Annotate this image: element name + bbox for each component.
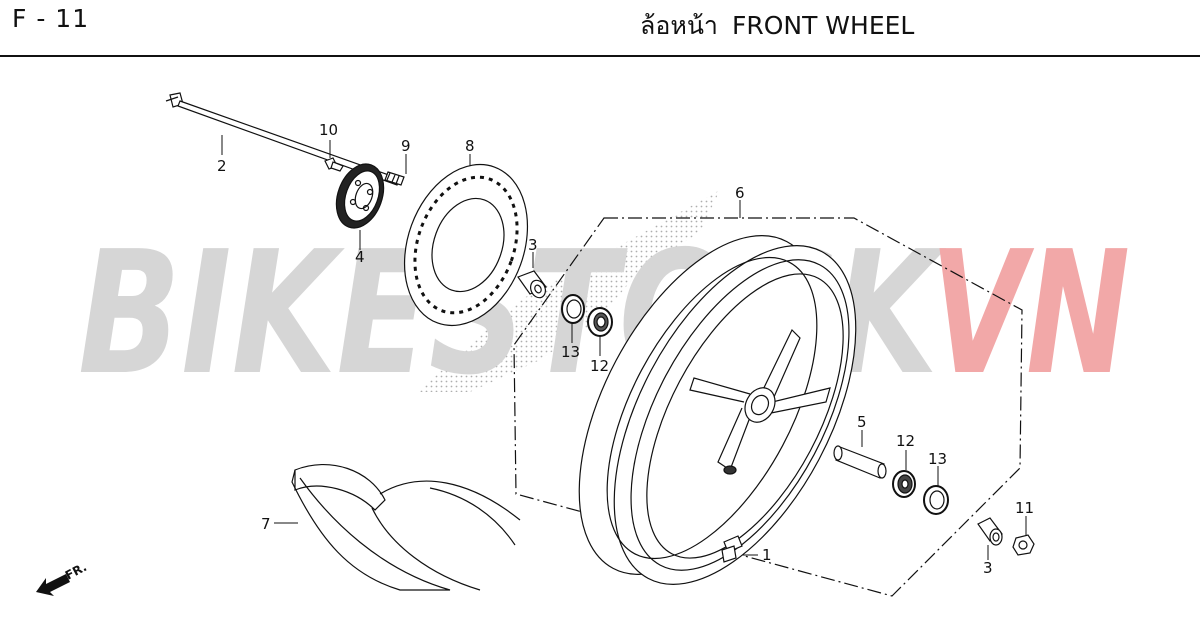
spacer-plate: [335, 163, 385, 229]
callout-2: 2: [217, 157, 227, 175]
tire-valve: [721, 535, 743, 563]
side-collar-left: [517, 270, 547, 299]
watermark: BIKESTOCK VN: [78, 190, 1130, 413]
callout-6: 6: [735, 184, 745, 202]
bearing-left: [587, 307, 613, 337]
front-direction-arrow: FR.: [36, 560, 89, 596]
leader-lines: [221, 135, 1027, 560]
wheel-assembly-boundary: [513, 217, 1023, 597]
bearing-right: [892, 470, 916, 498]
callout-11: 11: [1015, 499, 1034, 517]
callout-3-left: 3: [528, 236, 538, 254]
header-divider: [0, 55, 1200, 57]
page-code: F - 11: [12, 4, 90, 33]
callout-13-right: 13: [928, 450, 947, 468]
axle-nut: [1012, 534, 1035, 556]
callout-7: 7: [261, 515, 271, 533]
callout-13-left: 13: [561, 343, 580, 361]
callout-3-right: 3: [983, 559, 993, 577]
fr-label: FR.: [63, 560, 89, 583]
title-thai: ล้อหน้า: [640, 11, 718, 40]
axle: [165, 92, 405, 186]
dust-seal-left: [561, 294, 585, 324]
side-collar-right: [977, 517, 1003, 546]
page-title: ล้อหน้า FRONT WHEEL: [640, 6, 928, 46]
dust-seal-right: [923, 485, 949, 515]
callout-10: 10: [319, 121, 338, 139]
callout-5: 5: [857, 413, 867, 431]
distance-collar: [833, 445, 887, 479]
callout-12-right: 12: [896, 432, 915, 450]
callouts: 1 2 3 3 4 5 6 7 8 9 10 11 12 12 13 13: [217, 121, 1034, 577]
front-tire: [291, 463, 521, 591]
watermark-suffix: VN: [930, 215, 1130, 413]
title-english: FRONT WHEEL: [731, 11, 915, 40]
watermark-wing-logo: [418, 190, 720, 392]
callout-9: 9: [401, 137, 411, 155]
callout-4: 4: [355, 248, 365, 266]
callout-1: 1: [762, 546, 772, 564]
brake-disc: [403, 163, 529, 327]
front-wheel-rim: [578, 235, 857, 585]
callout-8: 8: [465, 137, 475, 155]
bolt-10: [324, 157, 344, 172]
callout-12-left: 12: [590, 357, 609, 375]
